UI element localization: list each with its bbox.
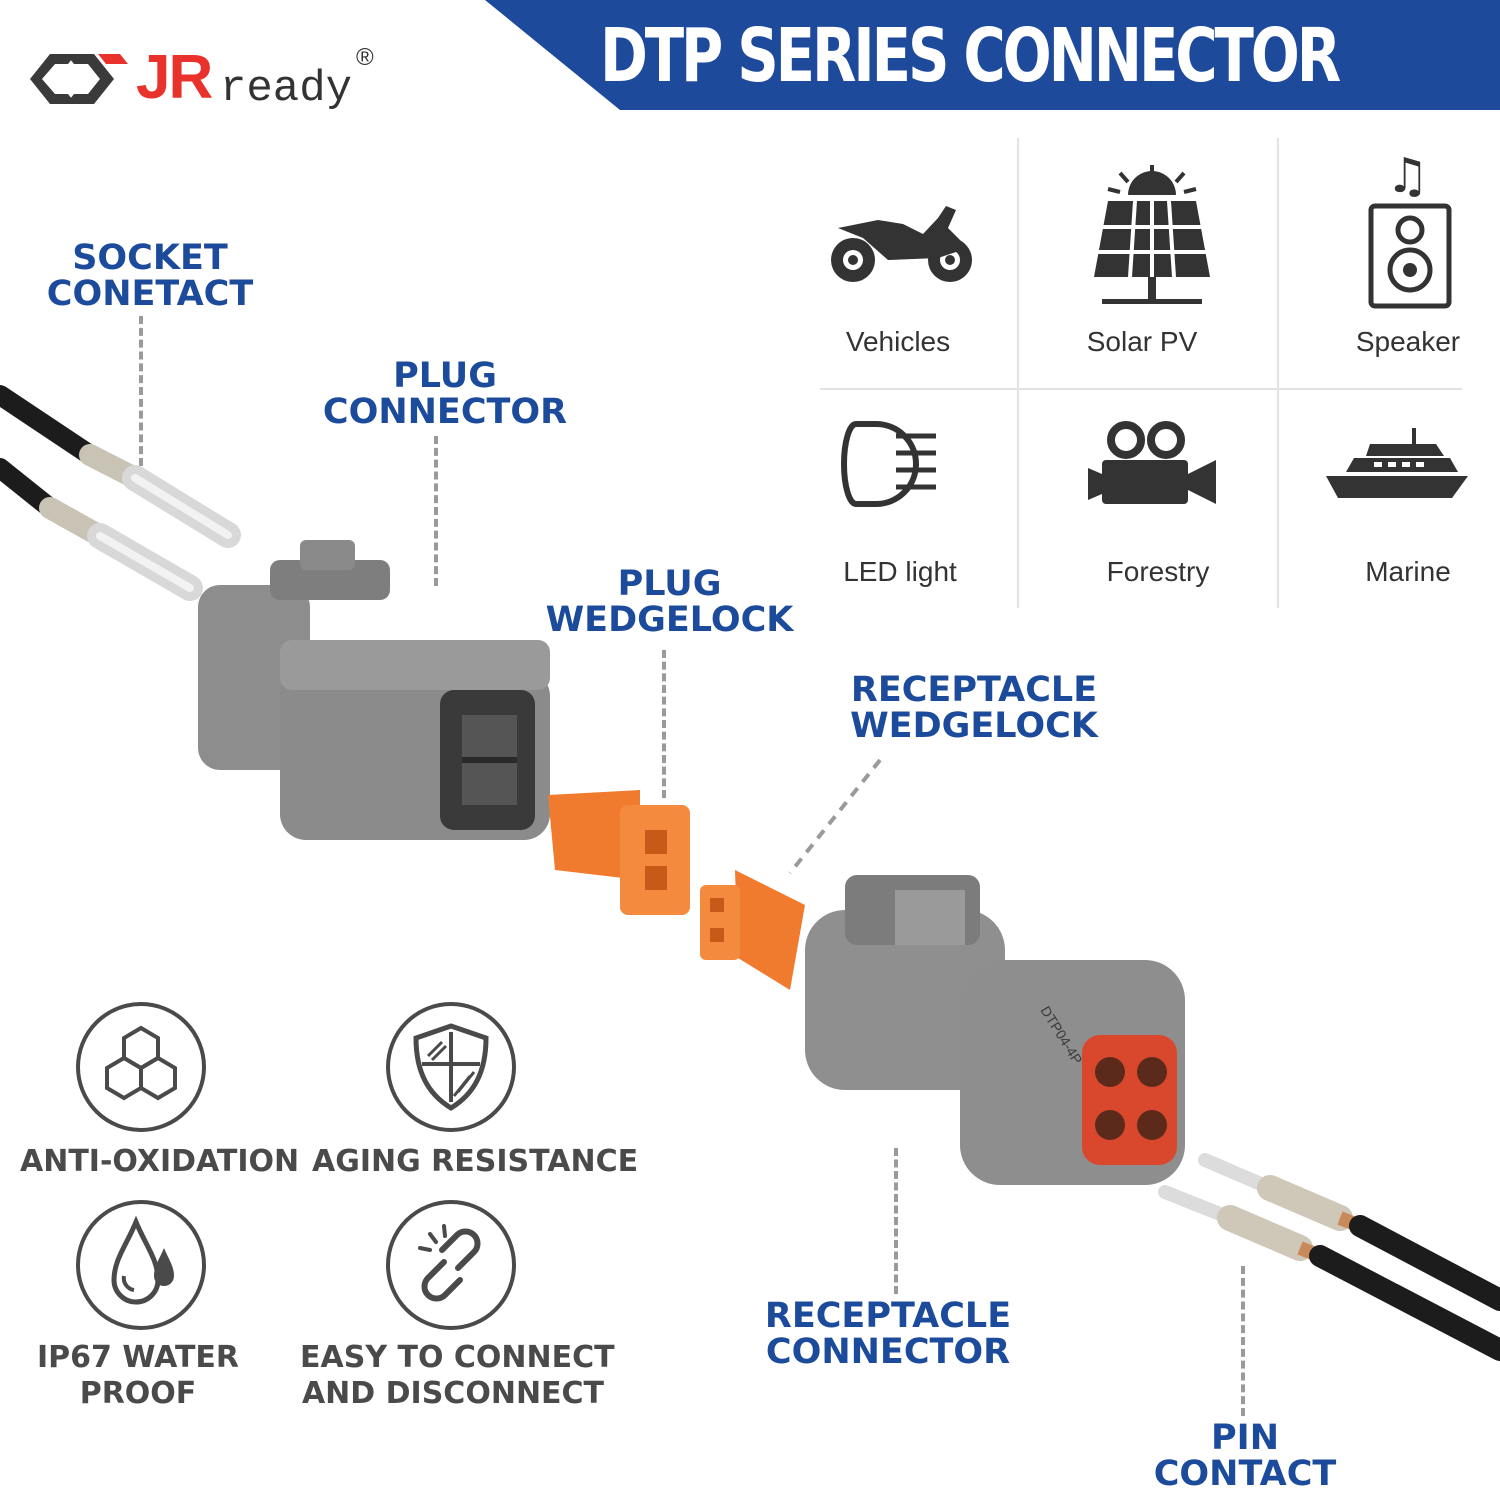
grid-divider [820,388,1462,390]
receptacle-connector: DTP04-4P [805,875,1185,1185]
brand-logo: JR ready ® [28,38,408,128]
feature-aging-resistance: AGING RESISTANCE [312,1144,639,1179]
plug-wedgelock [548,790,690,915]
motorcycle-icon [831,206,972,282]
feature-anti-oxidation: ANTI-OXIDATION [20,1144,300,1179]
broken-link-icon [418,1224,481,1302]
socket-wire-1 [0,385,100,465]
app-label-led-light: LED light [843,556,957,587]
water-drop-icon-circle [76,1200,206,1330]
socket-contact-leader [139,316,143,466]
receptacle-wedgelock [700,870,805,990]
app-label-marine: Marine [1365,556,1451,587]
socket-contact-2 [39,497,203,601]
receptacle-wedgelock-leader [788,758,882,875]
plug-connector-leader [434,436,438,586]
svg-text:♫: ♫ [1386,150,1429,204]
jr-logo-icon [30,54,128,104]
grid-divider [1277,138,1279,608]
page-title: DTP SERIES CONNECTOR [600,13,1341,99]
solar-panel-icon [1094,165,1210,304]
header-banner [485,0,1500,110]
speaker-icon: ♫ [1368,150,1452,309]
headlight-icon [841,421,936,507]
hexagon-icon [105,1025,177,1101]
broken-link-icon-circle [386,1200,516,1330]
receptacle-connector-leader [894,1148,898,1294]
shield-icon [413,1023,489,1111]
logo-registered: ® [356,44,374,71]
connector-illustration: DTP04-4P [0,385,1500,1361]
app-label-solar-pv: Solar PV [1086,326,1198,357]
pin-contact-leader [1241,1266,1245,1416]
ship-icon [1326,428,1468,498]
camera-icon [1088,421,1216,504]
logo-suffix: ready [220,64,353,114]
socket-contact-1 [79,444,241,548]
grid-divider [1017,138,1019,608]
pin-wire-1 [1349,1215,1500,1311]
hexagon-icon-circle [76,1002,206,1132]
shield-icon-circle [386,1002,516,1132]
app-label-speaker: Speaker [1355,326,1461,357]
plug-wedgelock-leader [662,650,666,798]
water-drop-icon [111,1215,174,1305]
logo-brand: JR [136,43,213,112]
app-label-vehicles: Vehicles [845,326,951,357]
pin-wire-2 [1309,1245,1500,1361]
plug-connector [198,540,550,840]
app-label-forestry: Forestry [1106,556,1210,587]
